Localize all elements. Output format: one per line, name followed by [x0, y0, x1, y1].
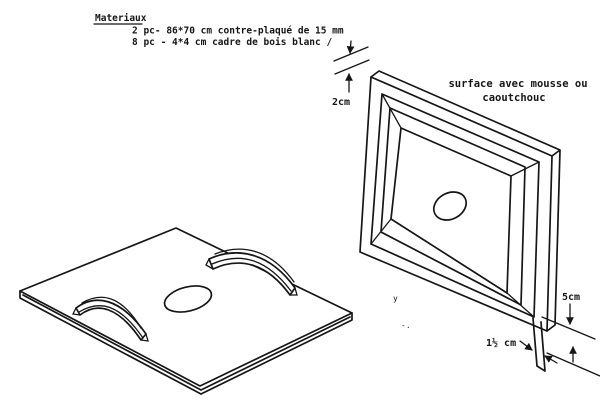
- dim-leg-width-label: 1½ cm: [486, 337, 516, 349]
- board-handle-right: [205, 248, 298, 296]
- handle-right-inner-line: [211, 257, 292, 292]
- surface-label-line2: caoutchouc: [482, 92, 545, 104]
- handle-left-inner-line: [78, 305, 144, 339]
- handle-right-ridge-line: [214, 248, 295, 283]
- handle-left-end-tabs: [72, 307, 149, 342]
- stray-marks: y -.: [393, 294, 411, 330]
- stray-mark-2: -.: [401, 321, 411, 330]
- dim-5cm-label: 5cm: [562, 292, 580, 303]
- dimension-5cm: 5cm: [541, 292, 600, 377]
- materials-item-plywood: 2 pc- 86*70 cm contre-plaqué de 15 mm: [132, 26, 344, 37]
- handle-right-strap: [208, 252, 296, 296]
- frame-panel-depth-edges: [370, 70, 561, 332]
- board-top-face: [19, 227, 353, 387]
- dim-2cm-reference-lines: [333, 46, 370, 75]
- surface-label-line1: surface avec mousse ou: [448, 78, 587, 90]
- flat-board-drawing: [19, 227, 353, 395]
- board-thickness-edges: [19, 290, 353, 395]
- stray-mark-1: y: [393, 294, 398, 303]
- materials-heading: Materiaux: [95, 13, 147, 24]
- dim-2cm-arrow-down: [346, 40, 355, 55]
- dim-leg-width-arrow-right: [519, 340, 533, 351]
- board-oval-hole: [163, 285, 213, 313]
- handle-right-end-tabs: [205, 258, 298, 296]
- dim-5cm-reference-lines: [541, 316, 600, 377]
- frame-drawing: [359, 70, 561, 372]
- board-handle-left: [72, 296, 149, 342]
- surface-label: surface avec mousse ou caoutchouc: [448, 78, 587, 104]
- materials-note: Materiaux 2 pc- 86*70 cm contre-plaqué d…: [93, 13, 344, 48]
- dimension-2cm: 2cm: [332, 40, 370, 108]
- handle-left-ridge-line: [81, 296, 142, 329]
- dim-leg-width-arrow-left: [544, 355, 558, 364]
- materials-item-frame-wood: 8 pc - 4*4 cm cadre de bois blanc /: [132, 37, 332, 48]
- frame-leg-extension: [532, 317, 546, 372]
- dim-2cm-label: 2cm: [332, 97, 350, 108]
- frame-corner-miters: [370, 93, 540, 318]
- dimension-leg-width: 1½ cm: [486, 337, 558, 364]
- frame-oval-hole: [432, 191, 468, 221]
